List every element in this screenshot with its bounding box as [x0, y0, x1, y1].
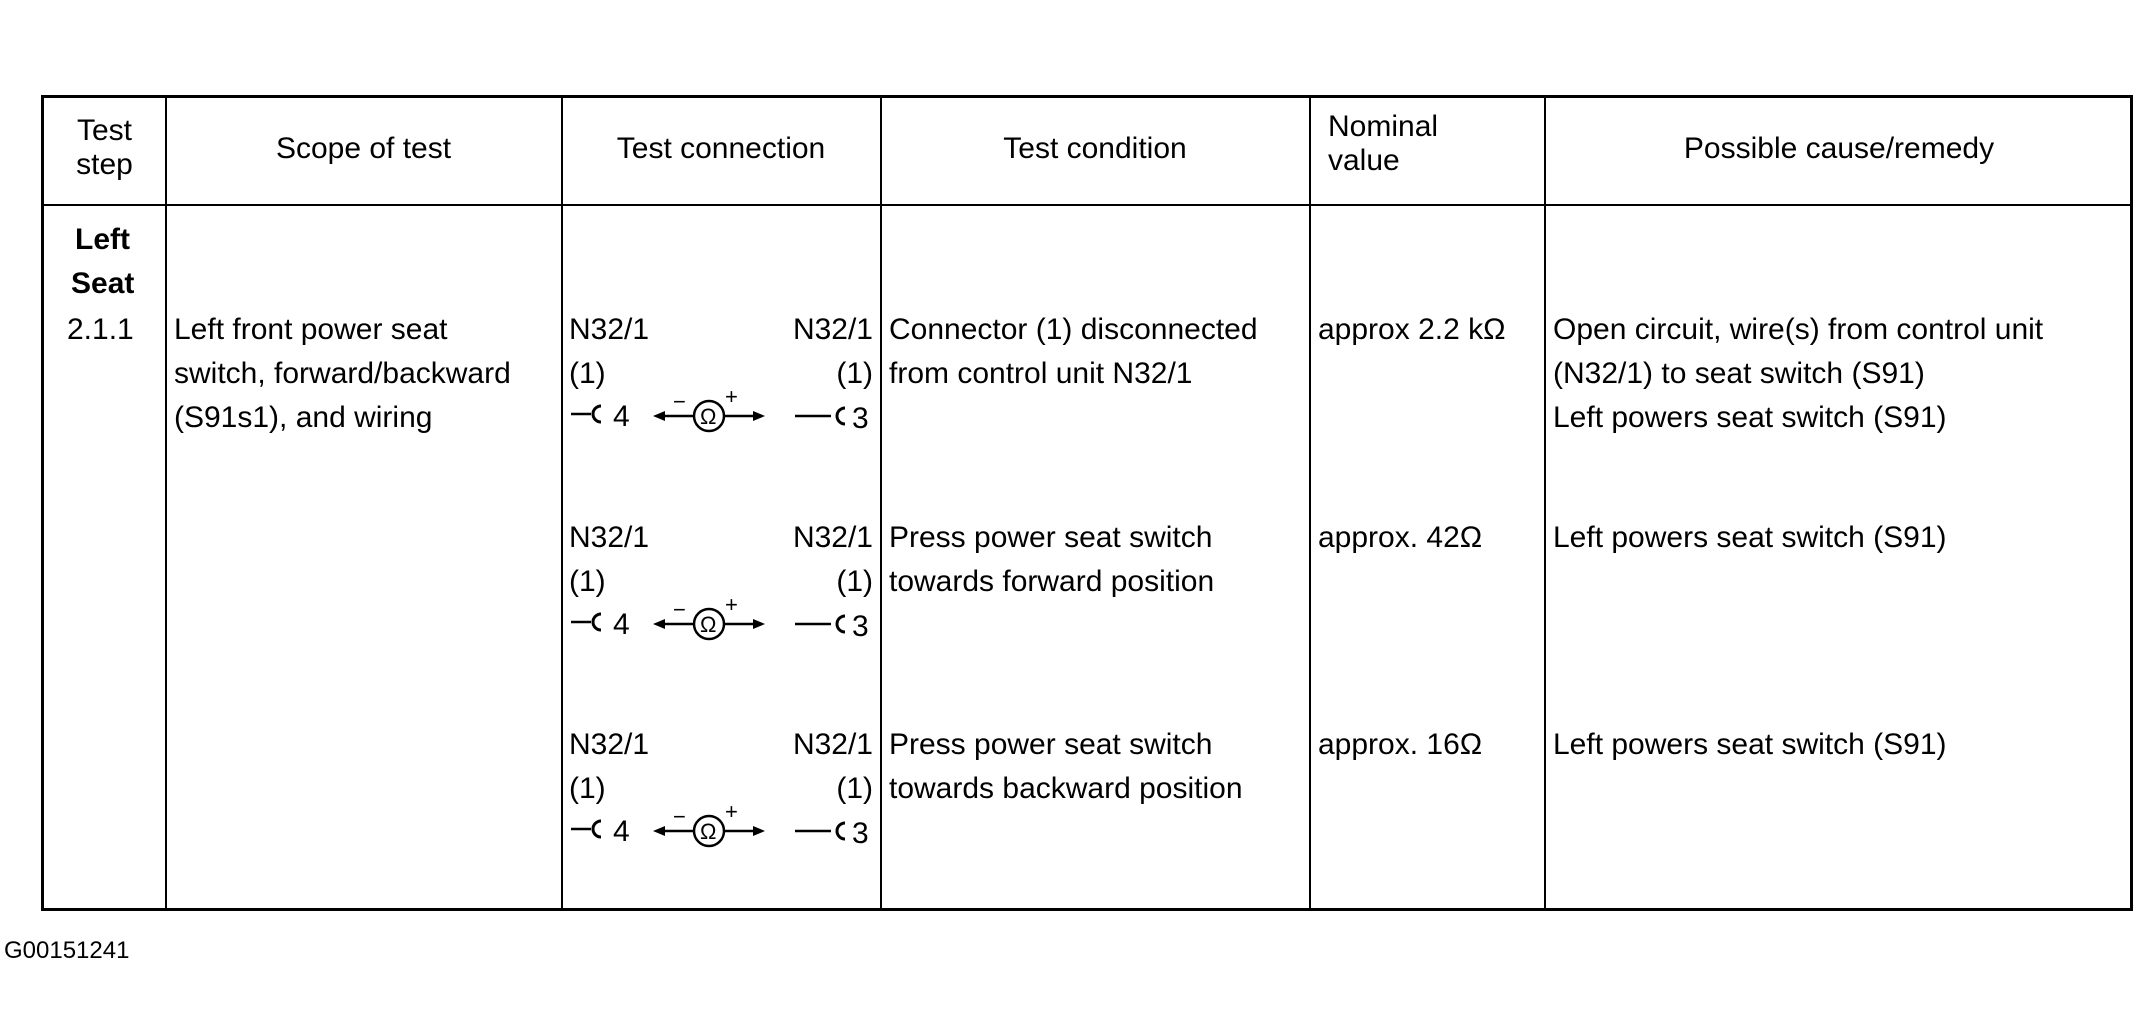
- right-unit-label: N32/1: [792, 521, 873, 554]
- test-connection-diagram: N32/1 N32/1 (1) (1) 4 − Ω + 3: [569, 308, 873, 440]
- scope-line: switch, forward/backward: [174, 357, 511, 390]
- group-label-line2: Seat: [71, 267, 135, 300]
- positive-sign: +: [725, 384, 738, 409]
- test-connection-diagram: N32/1 N32/1 (1) (1) 4 − Ω + 3: [569, 516, 873, 648]
- scope-line: (S91s1), and wiring: [174, 401, 433, 434]
- right-connector-label: (1): [836, 565, 873, 598]
- column-divider: [1309, 98, 1311, 908]
- negative-sign: −: [673, 597, 686, 622]
- right-pin-label: 3: [852, 817, 869, 850]
- cause-line: (N32/1) to seat switch (S91): [1553, 357, 1925, 390]
- header-scope: Scope of test: [275, 132, 452, 165]
- right-unit-label: N32/1: [792, 313, 873, 346]
- cause-line: Left powers seat switch (S91): [1553, 401, 1947, 434]
- header-test-step-line: Test: [76, 114, 133, 147]
- meter-symbol: Ω: [700, 819, 716, 844]
- condition-line: Press power seat switch: [889, 728, 1213, 761]
- condition-line: Connector (1) disconnected: [889, 313, 1258, 346]
- meter-symbol: Ω: [700, 612, 716, 637]
- left-pin-label: 4: [613, 608, 630, 641]
- column-divider: [561, 98, 563, 908]
- nominal-value: approx. 42Ω: [1318, 521, 1483, 554]
- header-nominal-line: value: [1328, 144, 1400, 177]
- ohmmeter-symbol: 4 − Ω + 3: [571, 384, 869, 435]
- nominal-value: approx. 16Ω: [1318, 728, 1483, 761]
- header-condition: Test condition: [1003, 132, 1187, 165]
- right-pin-label: 3: [852, 402, 869, 435]
- header-cause: Possible cause/remedy: [1683, 132, 1995, 165]
- positive-sign: +: [725, 799, 738, 824]
- scope-line: Left front power seat: [174, 313, 448, 346]
- meter-symbol: Ω: [700, 404, 716, 429]
- left-connector-label: (1): [569, 357, 606, 390]
- column-divider: [165, 98, 167, 908]
- figure-code: G00151241: [4, 937, 130, 964]
- test-table: Test step Scope of test Test connection …: [41, 95, 2133, 911]
- condition-line: towards backward position: [889, 772, 1243, 805]
- nominal-value: approx 2.2 kΩ: [1318, 313, 1506, 346]
- right-connector-label: (1): [836, 772, 873, 805]
- positive-sign: +: [725, 592, 738, 617]
- step-number: 2.1.1: [67, 313, 134, 346]
- group-label-line1: Left: [75, 223, 130, 256]
- right-unit-label: N32/1: [792, 728, 873, 761]
- left-unit-label: N32/1: [569, 521, 650, 554]
- left-pin-label: 4: [613, 815, 630, 848]
- negative-sign: −: [673, 389, 686, 414]
- left-connector-label: (1): [569, 772, 606, 805]
- condition-line: Press power seat switch: [889, 521, 1213, 554]
- left-unit-label: N32/1: [569, 313, 650, 346]
- header-test-step-line: step: [76, 148, 133, 181]
- column-divider: [880, 98, 882, 908]
- test-connection-diagram: N32/1 N32/1 (1) (1) 4 − Ω + 3: [569, 723, 873, 855]
- header-connection: Test connection: [616, 132, 826, 165]
- cause-line: Open circuit, wire(s) from control unit: [1553, 313, 2044, 346]
- left-pin-label: 4: [613, 400, 630, 433]
- condition-line: towards forward position: [889, 565, 1215, 598]
- left-connector-label: (1): [569, 565, 606, 598]
- header-divider: [44, 204, 2130, 206]
- header-nominal: Nominal value: [1328, 110, 1438, 178]
- right-connector-label: (1): [836, 357, 873, 390]
- header-nominal-line: Nominal: [1328, 110, 1439, 143]
- cause-line: Left powers seat switch (S91): [1553, 728, 1947, 761]
- left-unit-label: N32/1: [569, 728, 650, 761]
- negative-sign: −: [673, 804, 686, 829]
- header-test-step: Test step: [44, 114, 165, 182]
- condition-line: from control unit N32/1: [889, 357, 1193, 390]
- right-pin-label: 3: [852, 610, 869, 643]
- ohmmeter-symbol: 4 − Ω + 3: [571, 799, 869, 850]
- column-divider: [1544, 98, 1546, 908]
- ohmmeter-symbol: 4 − Ω + 3: [571, 592, 869, 643]
- cause-line: Left powers seat switch (S91): [1553, 521, 1947, 554]
